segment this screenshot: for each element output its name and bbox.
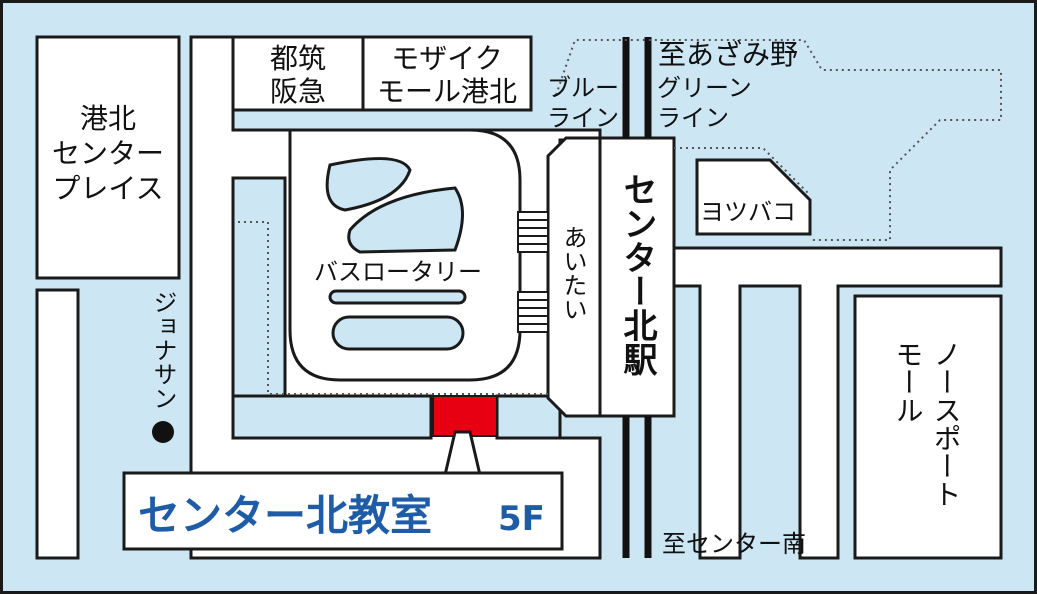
to-azamino-label: 至あざみ野 <box>658 38 798 71</box>
tsuzuki-hankyu-label-2: 阪急 <box>270 75 326 108</box>
aitai-label: あいたい <box>559 225 587 321</box>
tsuzuki-hankyu-building <box>231 35 365 112</box>
stairs <box>517 211 549 333</box>
green-line-label-2: ライン <box>657 104 729 132</box>
north-port-mall-label-1: ノースポート <box>930 340 963 508</box>
mosaic-mall-label-1: モザイク <box>391 42 502 75</box>
north-port-mall-label-2: モール <box>892 340 925 424</box>
rotary-island-2 <box>347 186 464 254</box>
road-left-lower <box>35 288 80 560</box>
to-center-minami-label: 至センター南 <box>662 530 806 558</box>
mosaic-mall-building <box>361 35 533 112</box>
station-name-label: センター北駅 <box>617 172 657 377</box>
classroom-callout: センター北教室 5F <box>122 471 564 551</box>
kohoku-center-place-label-1: 港北 <box>80 102 136 135</box>
plaza-left <box>231 394 433 440</box>
green-line-label-1: グリーン <box>657 74 752 102</box>
kohoku-center-place-building <box>35 35 181 280</box>
jonathan-label: ジョナサン <box>149 290 177 410</box>
kohoku-center-place-label-3: プレイス <box>52 172 163 205</box>
dotted-paths <box>238 39 1002 395</box>
station-platform <box>546 136 676 418</box>
railway <box>622 37 652 558</box>
tsuzuki-hankyu-label-1: 都筑 <box>270 42 326 75</box>
jonathan-marker-icon <box>152 421 174 443</box>
bus-rotary-label: バスロータリー <box>314 258 482 286</box>
north-port-mall-building <box>853 294 1003 560</box>
road-east <box>672 246 1003 560</box>
rotary-island-1 <box>325 157 412 212</box>
yotsubako-label: ヨツバコ <box>700 198 796 226</box>
mosaic-mall-label-2: モール港北 <box>377 75 517 108</box>
kohoku-center-place-label-2: センター <box>52 137 164 170</box>
classroom-marker <box>432 395 498 437</box>
rotary-island-4 <box>331 315 465 351</box>
blue-line-label-2: ライン <box>547 104 619 132</box>
blue-line-label-1: ブルー <box>547 74 619 102</box>
plaza-west <box>231 176 287 398</box>
callout-main-text: センター北教室 <box>138 491 432 540</box>
callout-box <box>122 471 564 551</box>
callout-floor-text: 5F <box>498 499 545 539</box>
rotary-island-3 <box>328 289 467 305</box>
yotsubako-building <box>695 158 812 236</box>
